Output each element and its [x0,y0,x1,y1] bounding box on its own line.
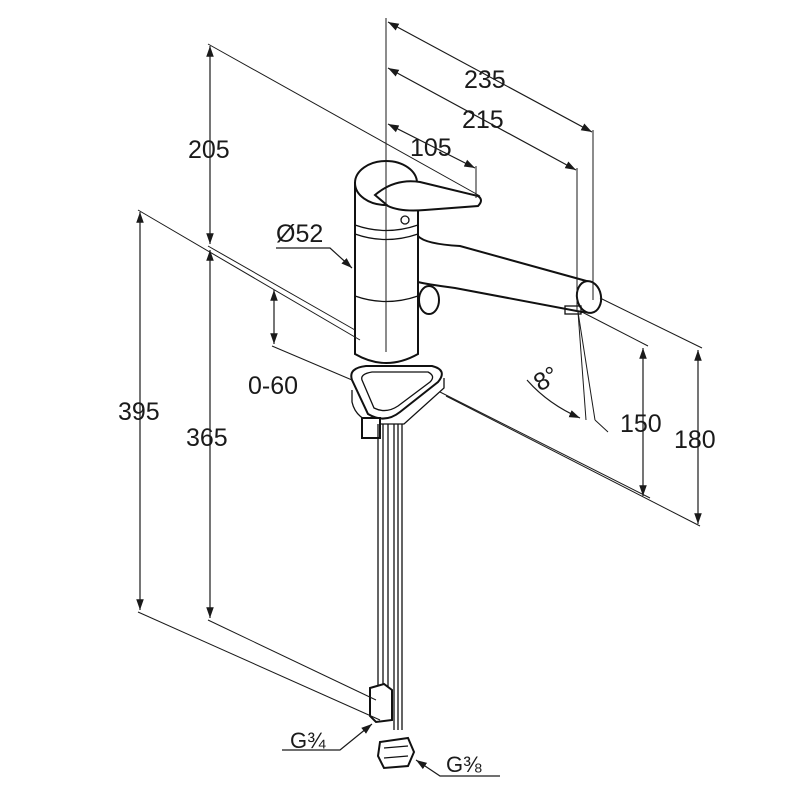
dim-arc-8 [526,379,581,419]
label-g34: G¾ [290,728,326,753]
faucet-side-knob [418,285,440,315]
dim-leader-52 [276,247,353,269]
hose-connectors [369,682,416,770]
label-180: 180 [674,426,716,454]
label-g38: G⅜ [446,752,482,777]
dimension-labels: 235 215 105 205 Ø52 0-60 395 365 8° 150 … [118,66,716,777]
label-8: 8° [529,361,564,397]
dim-line-215 [387,67,577,171]
label-105: 105 [410,134,452,162]
dim-line-105 [387,123,476,169]
dimension-lines [136,21,702,777]
faucet-illustration [350,160,603,770]
faucet-base-plate [350,365,445,425]
label-365: 365 [186,424,228,452]
label-150: 150 [620,410,662,438]
label-52: Ø52 [276,220,323,248]
extension-lines [137,18,703,721]
supply-hoses [361,417,403,730]
label-395: 395 [118,398,160,426]
label-205: 205 [188,136,230,164]
label-215: 215 [462,106,504,134]
dim-leader-g34 [282,723,373,751]
label-235: 235 [464,66,506,94]
faucet-lever [373,180,482,212]
label-0-60: 0-60 [248,372,298,400]
dim-leader-g38 [415,759,500,777]
faucet-spout [417,233,603,315]
